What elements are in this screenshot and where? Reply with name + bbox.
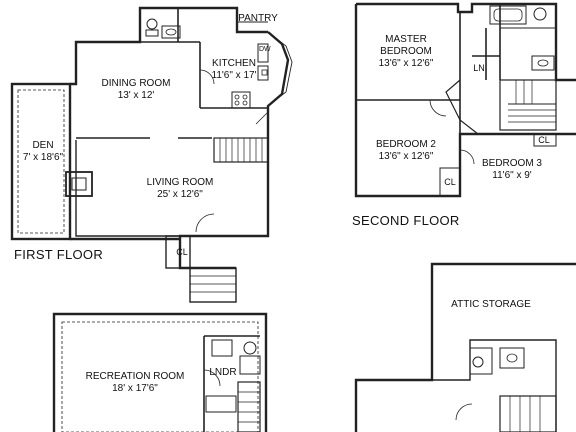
master-bedroom-name-1: MASTER bbox=[385, 34, 427, 45]
den-label: DEN 7' x 18'6" bbox=[18, 140, 68, 164]
bedroom-2-label: BEDROOM 2 13'6" x 12'6" bbox=[366, 139, 446, 163]
kitchen-size: 11'6" x 17' bbox=[211, 70, 257, 81]
bedroom-3-size: 11'6" x 9' bbox=[492, 170, 532, 181]
living-room-size: 25' x 12'6" bbox=[157, 189, 203, 200]
dishwasher-label: DW bbox=[259, 46, 271, 53]
kitchen-label: KITCHEN 11'6" x 17' bbox=[204, 58, 264, 82]
living-room-label: LIVING ROOM 25' x 12'6" bbox=[130, 177, 230, 201]
attic-storage-label: ATTIC STORAGE bbox=[451, 299, 531, 310]
living-room-name: LIVING ROOM bbox=[146, 177, 214, 188]
bedroom-2-name: BEDROOM 2 bbox=[375, 139, 436, 150]
bedroom-2-size: 13'6" x 12'6" bbox=[378, 151, 434, 162]
bedroom-3-label: BEDROOM 3 11'6" x 9' bbox=[474, 158, 550, 182]
recreation-room-label: RECREATION ROOM 18' x 17'6" bbox=[80, 371, 190, 395]
master-bedroom-size: 13'6" x 12'6" bbox=[378, 58, 434, 69]
bedroom-3-name: BEDROOM 3 bbox=[481, 158, 542, 169]
recreation-room-name: RECREATION ROOM bbox=[85, 371, 185, 382]
bedroom-3-closet-label: CL bbox=[538, 135, 550, 145]
first-floor-closet-label: CL bbox=[176, 247, 188, 257]
den-size: 7' x 18'6" bbox=[22, 152, 64, 163]
recreation-room-size: 18' x 17'6" bbox=[112, 383, 158, 394]
dining-room-name: DINING ROOM bbox=[101, 78, 171, 89]
first-floor-title: FIRST FLOOR bbox=[14, 247, 104, 262]
basement-walls bbox=[52, 312, 268, 432]
linen-closet-label: LN bbox=[473, 63, 485, 73]
master-bedroom-label: MASTER BEDROOM 13'6" x 12'6" bbox=[366, 34, 446, 70]
bedroom-2-closet-label: CL bbox=[444, 177, 456, 187]
first-floor-walls bbox=[10, 6, 293, 303]
laundry-label: LNDR bbox=[209, 367, 237, 378]
pantry-label: PANTRY bbox=[238, 13, 278, 24]
kitchen-name: KITCHEN bbox=[212, 58, 256, 69]
master-bedroom-name-2: BEDROOM bbox=[380, 46, 432, 57]
second-floor-walls bbox=[354, 2, 576, 198]
dining-room-label: DINING ROOM 13' x 12' bbox=[86, 78, 186, 102]
dining-room-size: 13' x 12' bbox=[117, 90, 155, 101]
den-name: DEN bbox=[32, 140, 54, 151]
second-floor-title: SECOND FLOOR bbox=[352, 213, 460, 228]
attic-walls bbox=[354, 262, 576, 432]
